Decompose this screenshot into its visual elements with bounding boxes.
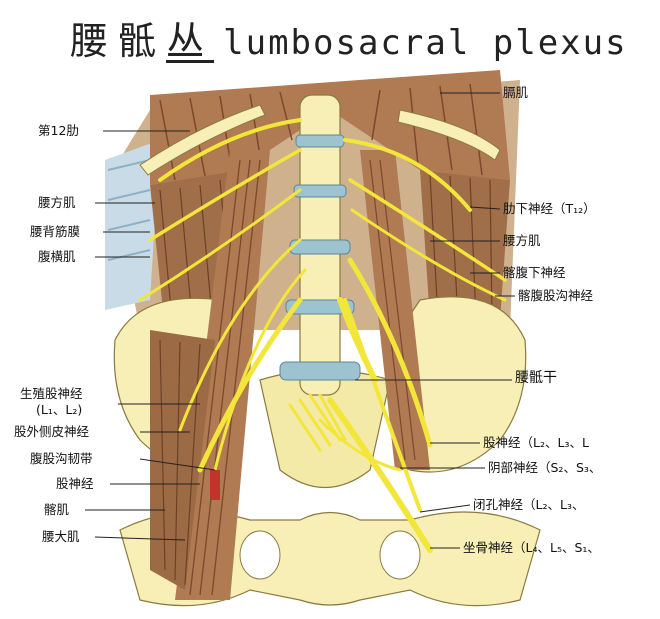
label-quadratus-lumborum-right: 腰方肌	[503, 233, 541, 248]
label-lumbosacral-trunk: 腰骶干	[515, 370, 557, 386]
label-femoral-nerve-left: 股神经	[56, 476, 94, 491]
label-psoas-major: 腰大肌	[42, 529, 80, 544]
disc-2	[293, 184, 347, 198]
lateral-femoral-cutaneous-nerve	[178, 238, 302, 432]
nerves	[138, 118, 507, 553]
iliac-wing-right	[399, 296, 527, 473]
rib-12-right	[397, 109, 501, 161]
obturator-foramen-left	[239, 530, 281, 580]
psoas-major-muscle	[175, 150, 270, 600]
sacral-roots	[288, 393, 347, 452]
disc-4	[285, 299, 355, 315]
label-lateral-femoral-cutaneous: 股外侧皮神经	[14, 424, 90, 439]
label-inguinal-ligament: 腹股沟韧带	[30, 451, 93, 466]
sciatic-nerve	[327, 397, 433, 553]
iliohypogastric-nerve-r	[348, 178, 507, 282]
label-obturator-nerve: 闭孔神经（L₂、L₃、	[473, 497, 585, 512]
label-diaphragm: 膈肌	[503, 85, 529, 100]
label-thoracolumbar-fascia: 腰背筋膜	[30, 224, 81, 239]
vertebral-column	[279, 94, 361, 396]
leader-lines	[85, 92, 515, 549]
label-femoral-nerve-right: 股神经（L₂、L₃、L	[483, 435, 589, 450]
inguinal-vessel	[210, 470, 220, 500]
ilioinguinal-nerve-l	[138, 188, 302, 302]
iliacus-muscle	[150, 330, 215, 590]
obturator-foramen-right	[379, 530, 421, 580]
title-char-di: 骶	[118, 19, 167, 63]
label-genitofemoral-roots: (L₁、L₂)	[36, 402, 83, 417]
title: 腰骶丛 lumbosacral plexus	[70, 10, 660, 63]
label-iliohypogastric: 髂腹下神经	[503, 265, 566, 280]
label-subcostal-nerve: 肋下神经（T₁₂）	[503, 201, 596, 216]
title-char-cong: 丛	[166, 19, 215, 63]
label-genitofemoral: 生殖股神经	[20, 386, 83, 401]
disc-1	[295, 134, 345, 148]
lumbosacral-trunk	[337, 297, 378, 383]
label-iliacus: 髂肌	[44, 502, 70, 517]
label-sciatic-nerve: 坐骨神经（L₄、L₅、S₁、	[463, 540, 600, 555]
pudendal-nerve	[318, 418, 402, 472]
femoral-nerve-l	[197, 297, 303, 473]
label-quadratus-lumborum-left: 腰方肌	[38, 195, 76, 210]
femoral-nerve-r	[347, 257, 433, 448]
obturator-nerve	[343, 298, 422, 512]
disc-5	[279, 361, 361, 381]
subcostal-nerve-l	[158, 118, 302, 182]
ilioinguinal-nerve-r	[350, 208, 507, 302]
label-ilioinguinal: 髂腹股沟神经	[518, 288, 594, 303]
label-rib-12: 第12肋	[38, 123, 79, 138]
title-english: lumbosacral plexus	[223, 23, 628, 63]
subcostal-nerve	[343, 138, 472, 212]
title-char-yao: 腰	[70, 19, 119, 63]
rib-12-left	[139, 104, 266, 176]
label-transversus-abdominis: 腹横肌	[38, 249, 76, 264]
label-pudendal-nerve: 阴部神经（S₂、S₃、	[488, 460, 602, 475]
genitofemoral-nerve	[213, 268, 307, 472]
iliohypogastric-nerve-l	[148, 148, 302, 242]
